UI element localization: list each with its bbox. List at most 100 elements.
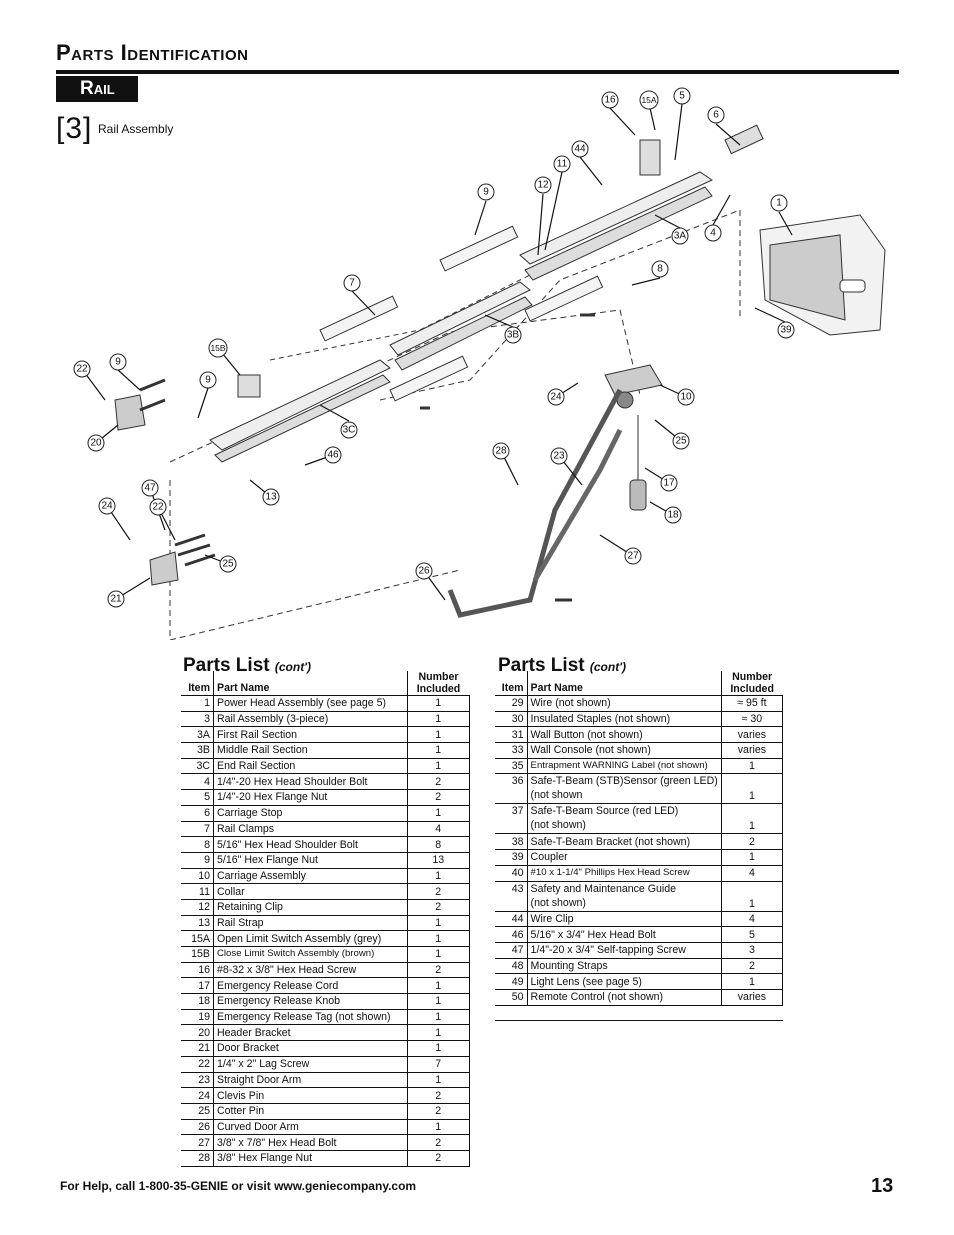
number-included: 8: [407, 836, 470, 853]
parts-list-right-cont: (cont'): [589, 660, 627, 674]
item-number: 6: [181, 805, 214, 822]
part-name: 1/4"-20 x 3/4" Self-tapping Screw: [527, 942, 722, 959]
col-part-name: Part Name: [213, 671, 408, 696]
svg-text:15B: 15B: [210, 343, 225, 353]
callout-6: 6: [707, 106, 725, 124]
callout-3B: 3B: [504, 326, 522, 344]
number-included: 2: [407, 899, 470, 916]
svg-text:3C: 3C: [343, 425, 356, 436]
part-name: Wall Button (not shown): [527, 726, 722, 744]
part-name: Rail Assembly (3-piece): [213, 711, 408, 728]
callout-20: 20: [87, 434, 105, 452]
part-name: Carriage Assembly: [213, 868, 408, 885]
number-included: 1: [407, 1024, 470, 1042]
number-included: varies: [721, 726, 784, 744]
callout-24: 24: [98, 497, 116, 515]
callout-1: 1: [770, 194, 788, 212]
callout-17: 17: [660, 474, 678, 492]
item-number: 29: [495, 695, 528, 712]
item-number: 27: [181, 1134, 214, 1151]
svg-text:26: 26: [418, 566, 430, 577]
part-name: Rail Strap: [213, 915, 408, 932]
item-number: 39: [495, 849, 528, 866]
callout-21: 21: [107, 590, 125, 608]
number-included: 2: [407, 1103, 470, 1120]
svg-text:24: 24: [101, 501, 113, 512]
number-included: 1: [407, 695, 470, 712]
part-name: Safe-T-Beam Source (red LED)(not shown): [527, 803, 722, 835]
callout-27: 27: [624, 547, 642, 565]
callout-15B: 15B: [208, 338, 228, 358]
number-included: 1: [407, 868, 470, 885]
part-name: Carriage Stop: [213, 805, 408, 822]
item-number: 21: [181, 1040, 214, 1057]
part-name-line2: (not shown): [530, 896, 586, 909]
part-name: Safe-T-Beam Bracket (not shown): [527, 833, 722, 851]
item-number: 15B: [181, 946, 214, 963]
col-part-name: Part Name: [527, 671, 722, 696]
item-number: 17: [181, 977, 214, 995]
section-title: Rail: [80, 78, 115, 99]
svg-text:9: 9: [205, 375, 211, 386]
number-included: 1: [721, 758, 784, 775]
svg-text:15A: 15A: [641, 95, 656, 105]
svg-text:3B: 3B: [507, 330, 520, 341]
part-name: Curved Door Arm: [213, 1119, 408, 1136]
number-included: varies: [721, 989, 784, 1006]
part-name: Clevis Pin: [213, 1087, 408, 1104]
svg-text:25: 25: [675, 436, 687, 447]
svg-text:25: 25: [222, 559, 234, 570]
part-name: Open Limit Switch Assembly (grey): [213, 930, 408, 947]
page-number: 13: [871, 1175, 894, 1197]
item-number: 44: [495, 911, 528, 928]
callout-11: 11: [553, 155, 571, 173]
callout-18: 18: [664, 506, 682, 524]
number-included: 1: [407, 1040, 470, 1057]
part-name: 5/16" x 3/4" Hex Head Bolt: [527, 926, 722, 943]
number-included: 1: [407, 742, 470, 759]
part-name: Power Head Assembly (see page 5): [213, 695, 408, 712]
callout-3A: 3A: [671, 227, 689, 245]
item-number: 4: [181, 773, 214, 791]
item-number: 10: [181, 868, 214, 885]
callout-26: 26: [415, 562, 433, 580]
number-included: 3: [721, 942, 784, 959]
item-number: 25: [181, 1103, 214, 1120]
part-name: Remote Control (not shown): [527, 989, 722, 1006]
svg-text:16: 16: [604, 95, 616, 106]
number-included: ≈ 30: [721, 711, 784, 728]
parts-list-right-heading: Parts List (cont'): [498, 655, 626, 677]
item-number: 13: [181, 915, 214, 932]
number-included: 1: [407, 726, 470, 744]
part-name: End Rail Section: [213, 758, 408, 775]
number-included: 1: [407, 1072, 470, 1089]
number-included: 1: [721, 803, 784, 835]
number-included: 1: [407, 711, 470, 728]
col-item: Item: [181, 671, 214, 696]
callout-39: 39: [777, 321, 795, 339]
part-name-line2: (not shown): [530, 819, 586, 832]
callout-8: 8: [651, 260, 669, 278]
item-number: 26: [181, 1119, 214, 1136]
svg-text:3A: 3A: [674, 231, 687, 242]
item-number: 12: [181, 899, 214, 916]
svg-text:27: 27: [627, 551, 639, 562]
svg-text:7: 7: [349, 278, 355, 289]
callout-22: 22: [73, 360, 91, 378]
